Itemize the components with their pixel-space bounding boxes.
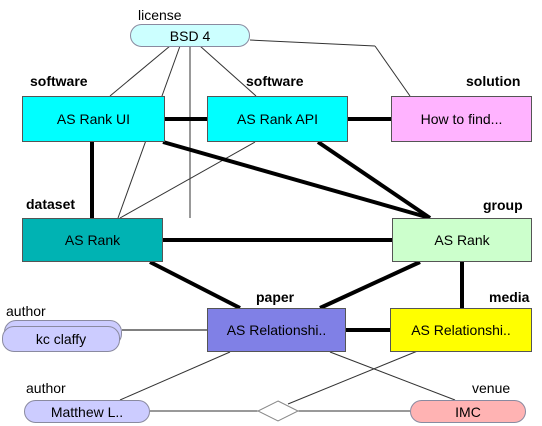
edge-license-solution-b <box>374 45 411 97</box>
type-label-matthew: author <box>26 380 66 396</box>
node-as-rel-paper[interactable]: AS Relationshi.. <box>207 308 346 352</box>
node-matthew[interactable]: Matthew L.. <box>24 400 150 423</box>
edge-media-diamond <box>287 349 421 405</box>
type-label-how-to-find: solution <box>466 73 521 89</box>
edge-api-group <box>316 140 432 220</box>
node-imc[interactable]: IMC <box>410 400 526 423</box>
node-how-to-find[interactable]: How to find... <box>391 96 532 142</box>
node-kc-claffy[interactable]: kc claffy <box>2 326 120 352</box>
type-label-imc: venue <box>472 380 511 396</box>
edge-paper-imc <box>329 351 456 401</box>
node-as-rank-group[interactable]: AS Rank <box>392 218 532 262</box>
edge-paper-matthew <box>119 351 231 401</box>
edge-api-dataset <box>119 141 256 219</box>
type-label-as-rank-group: group <box>483 197 523 213</box>
node-as-rank-api[interactable]: AS Rank API <box>207 96 348 142</box>
edge-ui-group <box>162 140 431 220</box>
type-label-license: license <box>138 7 182 23</box>
edge-license-api <box>199 45 257 97</box>
node-as-rank-ui[interactable]: AS Rank UI <box>22 96 165 142</box>
type-label-as-rank-api: software <box>246 73 304 89</box>
type-label-kc-claffy: author <box>6 303 46 319</box>
type-label-as-rank-ui: software <box>30 73 88 89</box>
edge-group-paper <box>319 260 421 310</box>
node-as-rank-dataset[interactable]: AS Rank <box>22 218 163 262</box>
edge-license-solution <box>249 39 376 47</box>
edge-license-ui <box>109 45 171 97</box>
type-label-as-rel-paper: paper <box>256 289 295 305</box>
type-label-as-rel-media: media <box>489 289 530 305</box>
edge-dataset-paper <box>149 260 241 310</box>
type-label-as-rank-dataset: dataset <box>26 196 76 212</box>
node-license[interactable]: BSD 4 <box>130 24 250 47</box>
node-as-rel-media[interactable]: AS Relationshi.. <box>390 308 532 352</box>
relationship-diamond <box>256 400 300 422</box>
